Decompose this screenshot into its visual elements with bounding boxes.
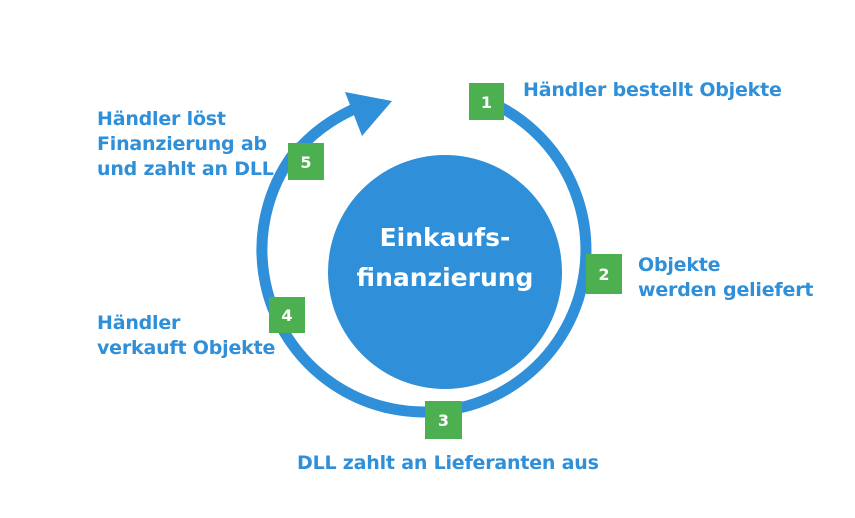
center-title-line-1: Einkaufs-: [379, 223, 511, 252]
cycle-arrowhead: [345, 92, 392, 136]
step-3-label: DLL zahlt an Lieferanten aus: [297, 451, 599, 476]
step-5-label-line-3: und zahlt an DLL: [97, 158, 274, 180]
step-4-label: Händler verkauft Objekte: [97, 311, 275, 361]
step-1-badge: 1: [469, 83, 504, 120]
step-4-badge: 4: [269, 297, 305, 333]
step-3-label-line-1: DLL zahlt an Lieferanten aus: [297, 452, 599, 474]
step-2-label: Objekte werden geliefert: [638, 253, 813, 303]
step-4-label-line-1: Händler: [97, 312, 181, 334]
center-title: Einkaufs- finanzierung: [330, 218, 560, 298]
step-5-badge: 5: [288, 143, 324, 180]
step-1-label-line-1: Händler bestellt Objekte: [523, 79, 782, 101]
center-title-line-2: finanzierung: [356, 263, 534, 292]
step-1-label: Händler bestellt Objekte: [523, 78, 782, 103]
step-3-number: 3: [438, 411, 449, 430]
step-4-label-line-2: verkauft Objekte: [97, 337, 276, 359]
step-1-number: 1: [481, 93, 492, 112]
step-5-label-line-1: Händler löst: [97, 108, 226, 130]
step-2-number: 2: [598, 265, 609, 284]
step-5-label: Händler löst Finanzierung ab und zahlt a…: [97, 107, 274, 182]
step-4-number: 4: [281, 306, 292, 325]
step-5-label-line-2: Finanzierung ab: [97, 133, 267, 155]
step-2-badge: 2: [586, 254, 622, 294]
center-circle: [328, 155, 562, 389]
step-2-label-line-2: werden geliefert: [638, 279, 814, 301]
step-3-badge: 3: [425, 401, 462, 439]
step-2-label-line-1: Objekte: [638, 254, 721, 276]
step-5-number: 5: [300, 153, 311, 172]
